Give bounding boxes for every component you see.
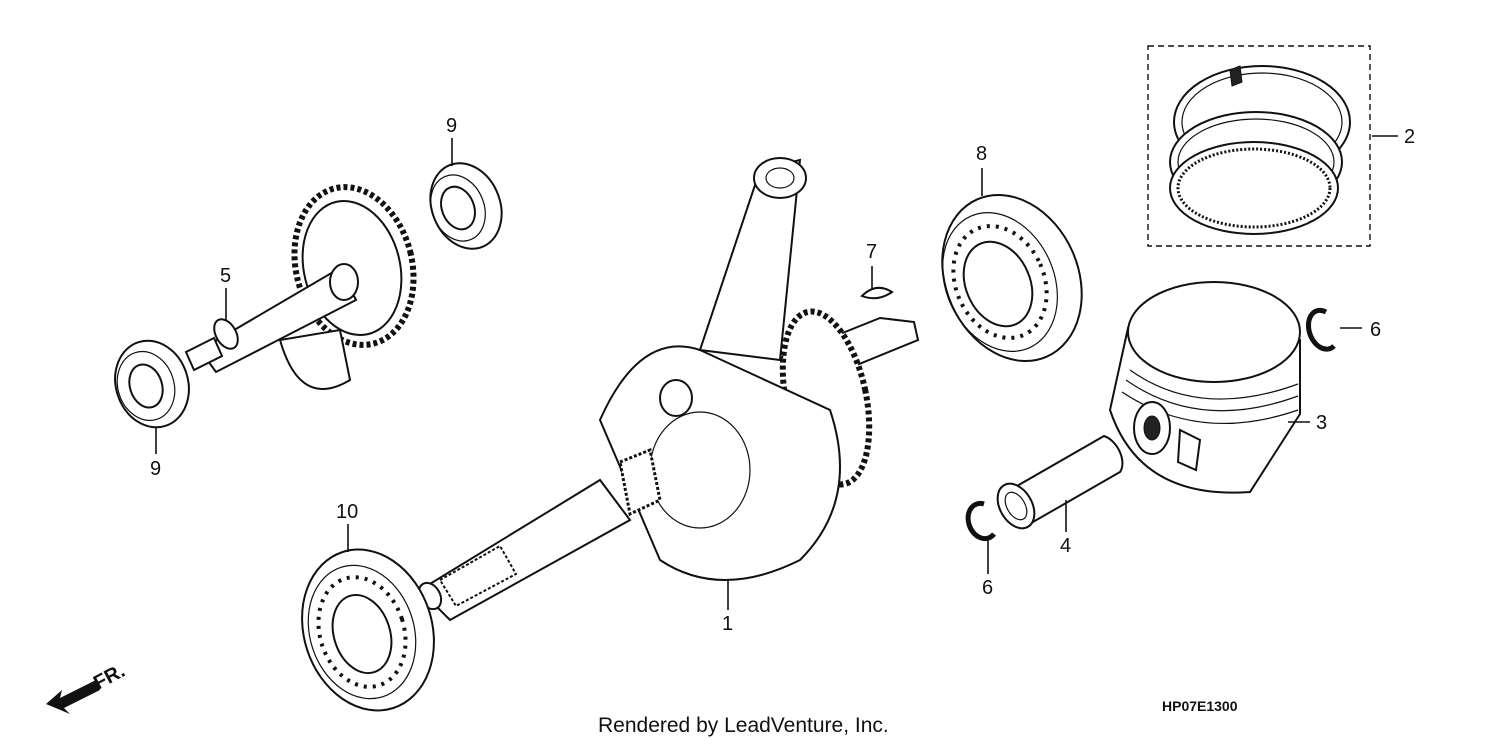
bearing-left[interactable] (104, 331, 200, 437)
callout-9-top: 9 (446, 115, 457, 137)
callout-9-left: 9 (150, 458, 161, 480)
piston[interactable] (1108, 281, 1301, 494)
render-credit: Rendered by LeadVenture, Inc. (598, 714, 889, 737)
callout-6-bottom: 6 (982, 577, 993, 599)
piston-pin-clip-bottom[interactable] (965, 500, 996, 542)
bearing-bottom[interactable] (282, 532, 454, 728)
callout-8: 8 (976, 143, 987, 165)
callout-6-top: 6 (1370, 319, 1381, 341)
callout-2: 2 (1404, 126, 1415, 148)
callout-4: 4 (1060, 535, 1071, 557)
balancer-shaft[interactable] (184, 174, 430, 390)
callout-5: 5 (220, 265, 231, 287)
callout-labels: 1 2 3 4 5 6 6 7 8 9 9 10 (150, 115, 1415, 635)
leader-lines (155, 135, 1398, 610)
crankshaft[interactable] (414, 157, 920, 622)
diagram-code: HP07E1300 (1162, 698, 1238, 714)
bearing-right[interactable] (917, 173, 1108, 384)
piston-pin[interactable] (990, 434, 1124, 535)
front-direction-marker: FR. (46, 660, 129, 714)
front-arrow-icon (46, 680, 100, 714)
callout-10: 10 (336, 501, 358, 523)
woodruff-key[interactable] (860, 286, 894, 300)
callout-3: 3 (1316, 412, 1327, 434)
piston-pin-clip-top[interactable] (1305, 307, 1336, 352)
callout-1: 1 (722, 613, 733, 635)
callout-7: 7 (866, 241, 877, 263)
piston-ring-set[interactable] (1147, 45, 1371, 247)
bearing-top[interactable] (418, 152, 514, 259)
